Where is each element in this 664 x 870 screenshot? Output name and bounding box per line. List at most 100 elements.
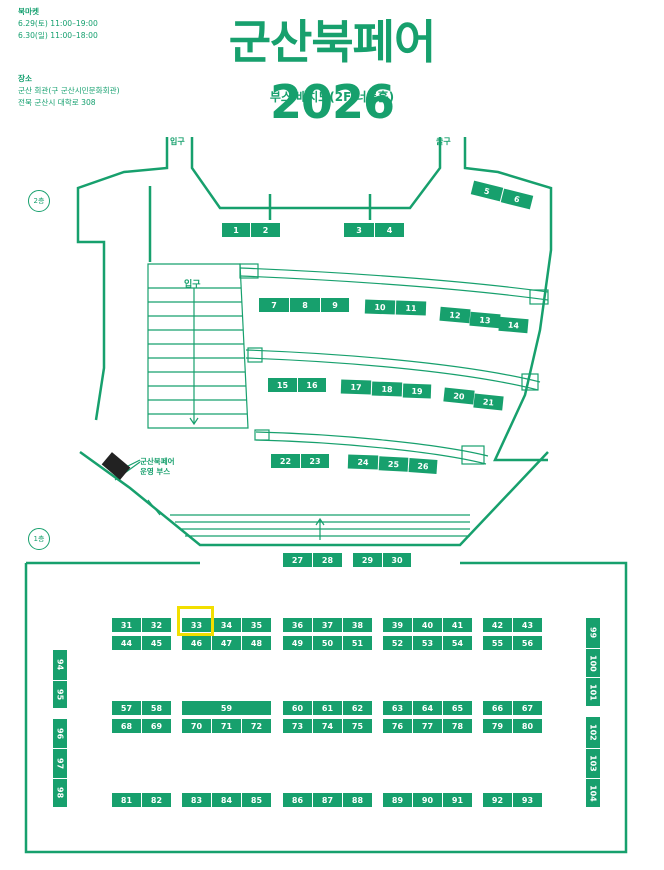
booth-21[interactable]: 21 bbox=[473, 393, 504, 411]
booth-49[interactable]: 49 bbox=[283, 636, 312, 650]
booth-2[interactable]: 2 bbox=[251, 223, 280, 237]
booth-48[interactable]: 48 bbox=[242, 636, 271, 650]
booth-17[interactable]: 17 bbox=[340, 379, 372, 395]
booth-52[interactable]: 52 bbox=[383, 636, 412, 650]
booth-20[interactable]: 20 bbox=[443, 387, 475, 405]
booth-89[interactable]: 89 bbox=[383, 793, 412, 807]
booth-34[interactable]: 34 bbox=[212, 618, 241, 632]
booth-97[interactable]: 97 bbox=[53, 749, 67, 778]
booth-98[interactable]: 98 bbox=[53, 779, 67, 807]
booth-10[interactable]: 10 bbox=[364, 299, 396, 315]
booth-79[interactable]: 79 bbox=[483, 719, 512, 733]
booth-78[interactable]: 78 bbox=[443, 719, 472, 733]
booth-27[interactable]: 27 bbox=[283, 553, 312, 567]
booth-66[interactable]: 66 bbox=[483, 701, 512, 715]
booth-90[interactable]: 90 bbox=[413, 793, 442, 807]
booth-100[interactable]: 100 bbox=[586, 649, 600, 677]
booth-74[interactable]: 74 bbox=[313, 719, 342, 733]
booth-41[interactable]: 41 bbox=[443, 618, 472, 632]
booth-75[interactable]: 75 bbox=[343, 719, 372, 733]
booth-101[interactable]: 101 bbox=[586, 678, 600, 706]
booth-56[interactable]: 56 bbox=[513, 636, 542, 650]
booth-93[interactable]: 93 bbox=[513, 793, 542, 807]
booth-38[interactable]: 38 bbox=[343, 618, 372, 632]
booth-45[interactable]: 45 bbox=[142, 636, 171, 650]
booth-18[interactable]: 18 bbox=[371, 381, 403, 397]
booth-72[interactable]: 72 bbox=[242, 719, 271, 733]
booth-40[interactable]: 40 bbox=[413, 618, 442, 632]
booth-32[interactable]: 32 bbox=[142, 618, 171, 632]
booth-67[interactable]: 67 bbox=[513, 701, 542, 715]
booth-63[interactable]: 63 bbox=[383, 701, 412, 715]
booth-77[interactable]: 77 bbox=[413, 719, 442, 733]
booth-39[interactable]: 39 bbox=[383, 618, 412, 632]
booth-24[interactable]: 24 bbox=[347, 454, 379, 470]
booth-60[interactable]: 60 bbox=[283, 701, 312, 715]
booth-95[interactable]: 95 bbox=[53, 681, 67, 708]
booth-73[interactable]: 73 bbox=[283, 719, 312, 733]
booth-12[interactable]: 12 bbox=[439, 306, 471, 324]
booth-64[interactable]: 64 bbox=[413, 701, 442, 715]
booth-81[interactable]: 81 bbox=[112, 793, 141, 807]
booth-92[interactable]: 92 bbox=[483, 793, 512, 807]
booth-14[interactable]: 14 bbox=[498, 316, 529, 334]
booth-99[interactable]: 99 bbox=[586, 618, 600, 648]
booth-4[interactable]: 4 bbox=[375, 223, 404, 237]
booth-46[interactable]: 46 bbox=[182, 636, 211, 650]
booth-80[interactable]: 80 bbox=[513, 719, 542, 733]
booth-69[interactable]: 69 bbox=[142, 719, 171, 733]
booth-22[interactable]: 22 bbox=[271, 454, 300, 468]
booth-9[interactable]: 9 bbox=[321, 298, 349, 312]
booth-83[interactable]: 83 bbox=[182, 793, 211, 807]
booth-16[interactable]: 16 bbox=[298, 378, 326, 392]
booth-26[interactable]: 26 bbox=[408, 458, 438, 474]
booth-51[interactable]: 51 bbox=[343, 636, 372, 650]
booth-7[interactable]: 7 bbox=[259, 298, 289, 312]
booth-88[interactable]: 88 bbox=[343, 793, 372, 807]
booth-55[interactable]: 55 bbox=[483, 636, 512, 650]
booth-96[interactable]: 96 bbox=[53, 719, 67, 748]
booth-102[interactable]: 102 bbox=[586, 717, 600, 748]
booth-42[interactable]: 42 bbox=[483, 618, 512, 632]
booth-13[interactable]: 13 bbox=[469, 311, 501, 329]
booth-31[interactable]: 31 bbox=[112, 618, 141, 632]
booth-23[interactable]: 23 bbox=[301, 454, 329, 468]
booth-37[interactable]: 37 bbox=[313, 618, 342, 632]
booth-36[interactable]: 36 bbox=[283, 618, 312, 632]
booth-35[interactable]: 35 bbox=[242, 618, 271, 632]
booth-47[interactable]: 47 bbox=[212, 636, 241, 650]
booth-8[interactable]: 8 bbox=[290, 298, 320, 312]
booth-33[interactable]: 33 bbox=[182, 618, 211, 632]
booth-70[interactable]: 70 bbox=[182, 719, 211, 733]
booth-85[interactable]: 85 bbox=[242, 793, 271, 807]
booth-84[interactable]: 84 bbox=[212, 793, 241, 807]
booth-82[interactable]: 82 bbox=[142, 793, 171, 807]
booth-71[interactable]: 71 bbox=[212, 719, 241, 733]
booth-3[interactable]: 3 bbox=[344, 223, 374, 237]
booth-65[interactable]: 65 bbox=[443, 701, 472, 715]
booth-58[interactable]: 58 bbox=[142, 701, 171, 715]
booth-54[interactable]: 54 bbox=[443, 636, 472, 650]
booth-87[interactable]: 87 bbox=[313, 793, 342, 807]
booth-19[interactable]: 19 bbox=[402, 383, 432, 399]
booth-94[interactable]: 94 bbox=[53, 650, 67, 680]
booth-25[interactable]: 25 bbox=[378, 456, 409, 472]
booth-44[interactable]: 44 bbox=[112, 636, 141, 650]
booth-76[interactable]: 76 bbox=[383, 719, 412, 733]
booth-43[interactable]: 43 bbox=[513, 618, 542, 632]
booth-104[interactable]: 104 bbox=[586, 779, 600, 807]
booth-1[interactable]: 1 bbox=[222, 223, 250, 237]
booth-61[interactable]: 61 bbox=[313, 701, 342, 715]
booth-68[interactable]: 68 bbox=[112, 719, 141, 733]
booth-103[interactable]: 103 bbox=[586, 749, 600, 778]
booth-86[interactable]: 86 bbox=[283, 793, 312, 807]
booth-28[interactable]: 28 bbox=[313, 553, 342, 567]
booth-91[interactable]: 91 bbox=[443, 793, 472, 807]
booth-29[interactable]: 29 bbox=[353, 553, 382, 567]
booth-62[interactable]: 62 bbox=[343, 701, 372, 715]
booth-11[interactable]: 11 bbox=[395, 300, 427, 316]
booth-30[interactable]: 30 bbox=[383, 553, 411, 567]
booth-59[interactable]: 59 bbox=[182, 701, 271, 715]
booth-57[interactable]: 57 bbox=[112, 701, 141, 715]
booth-53[interactable]: 53 bbox=[413, 636, 442, 650]
